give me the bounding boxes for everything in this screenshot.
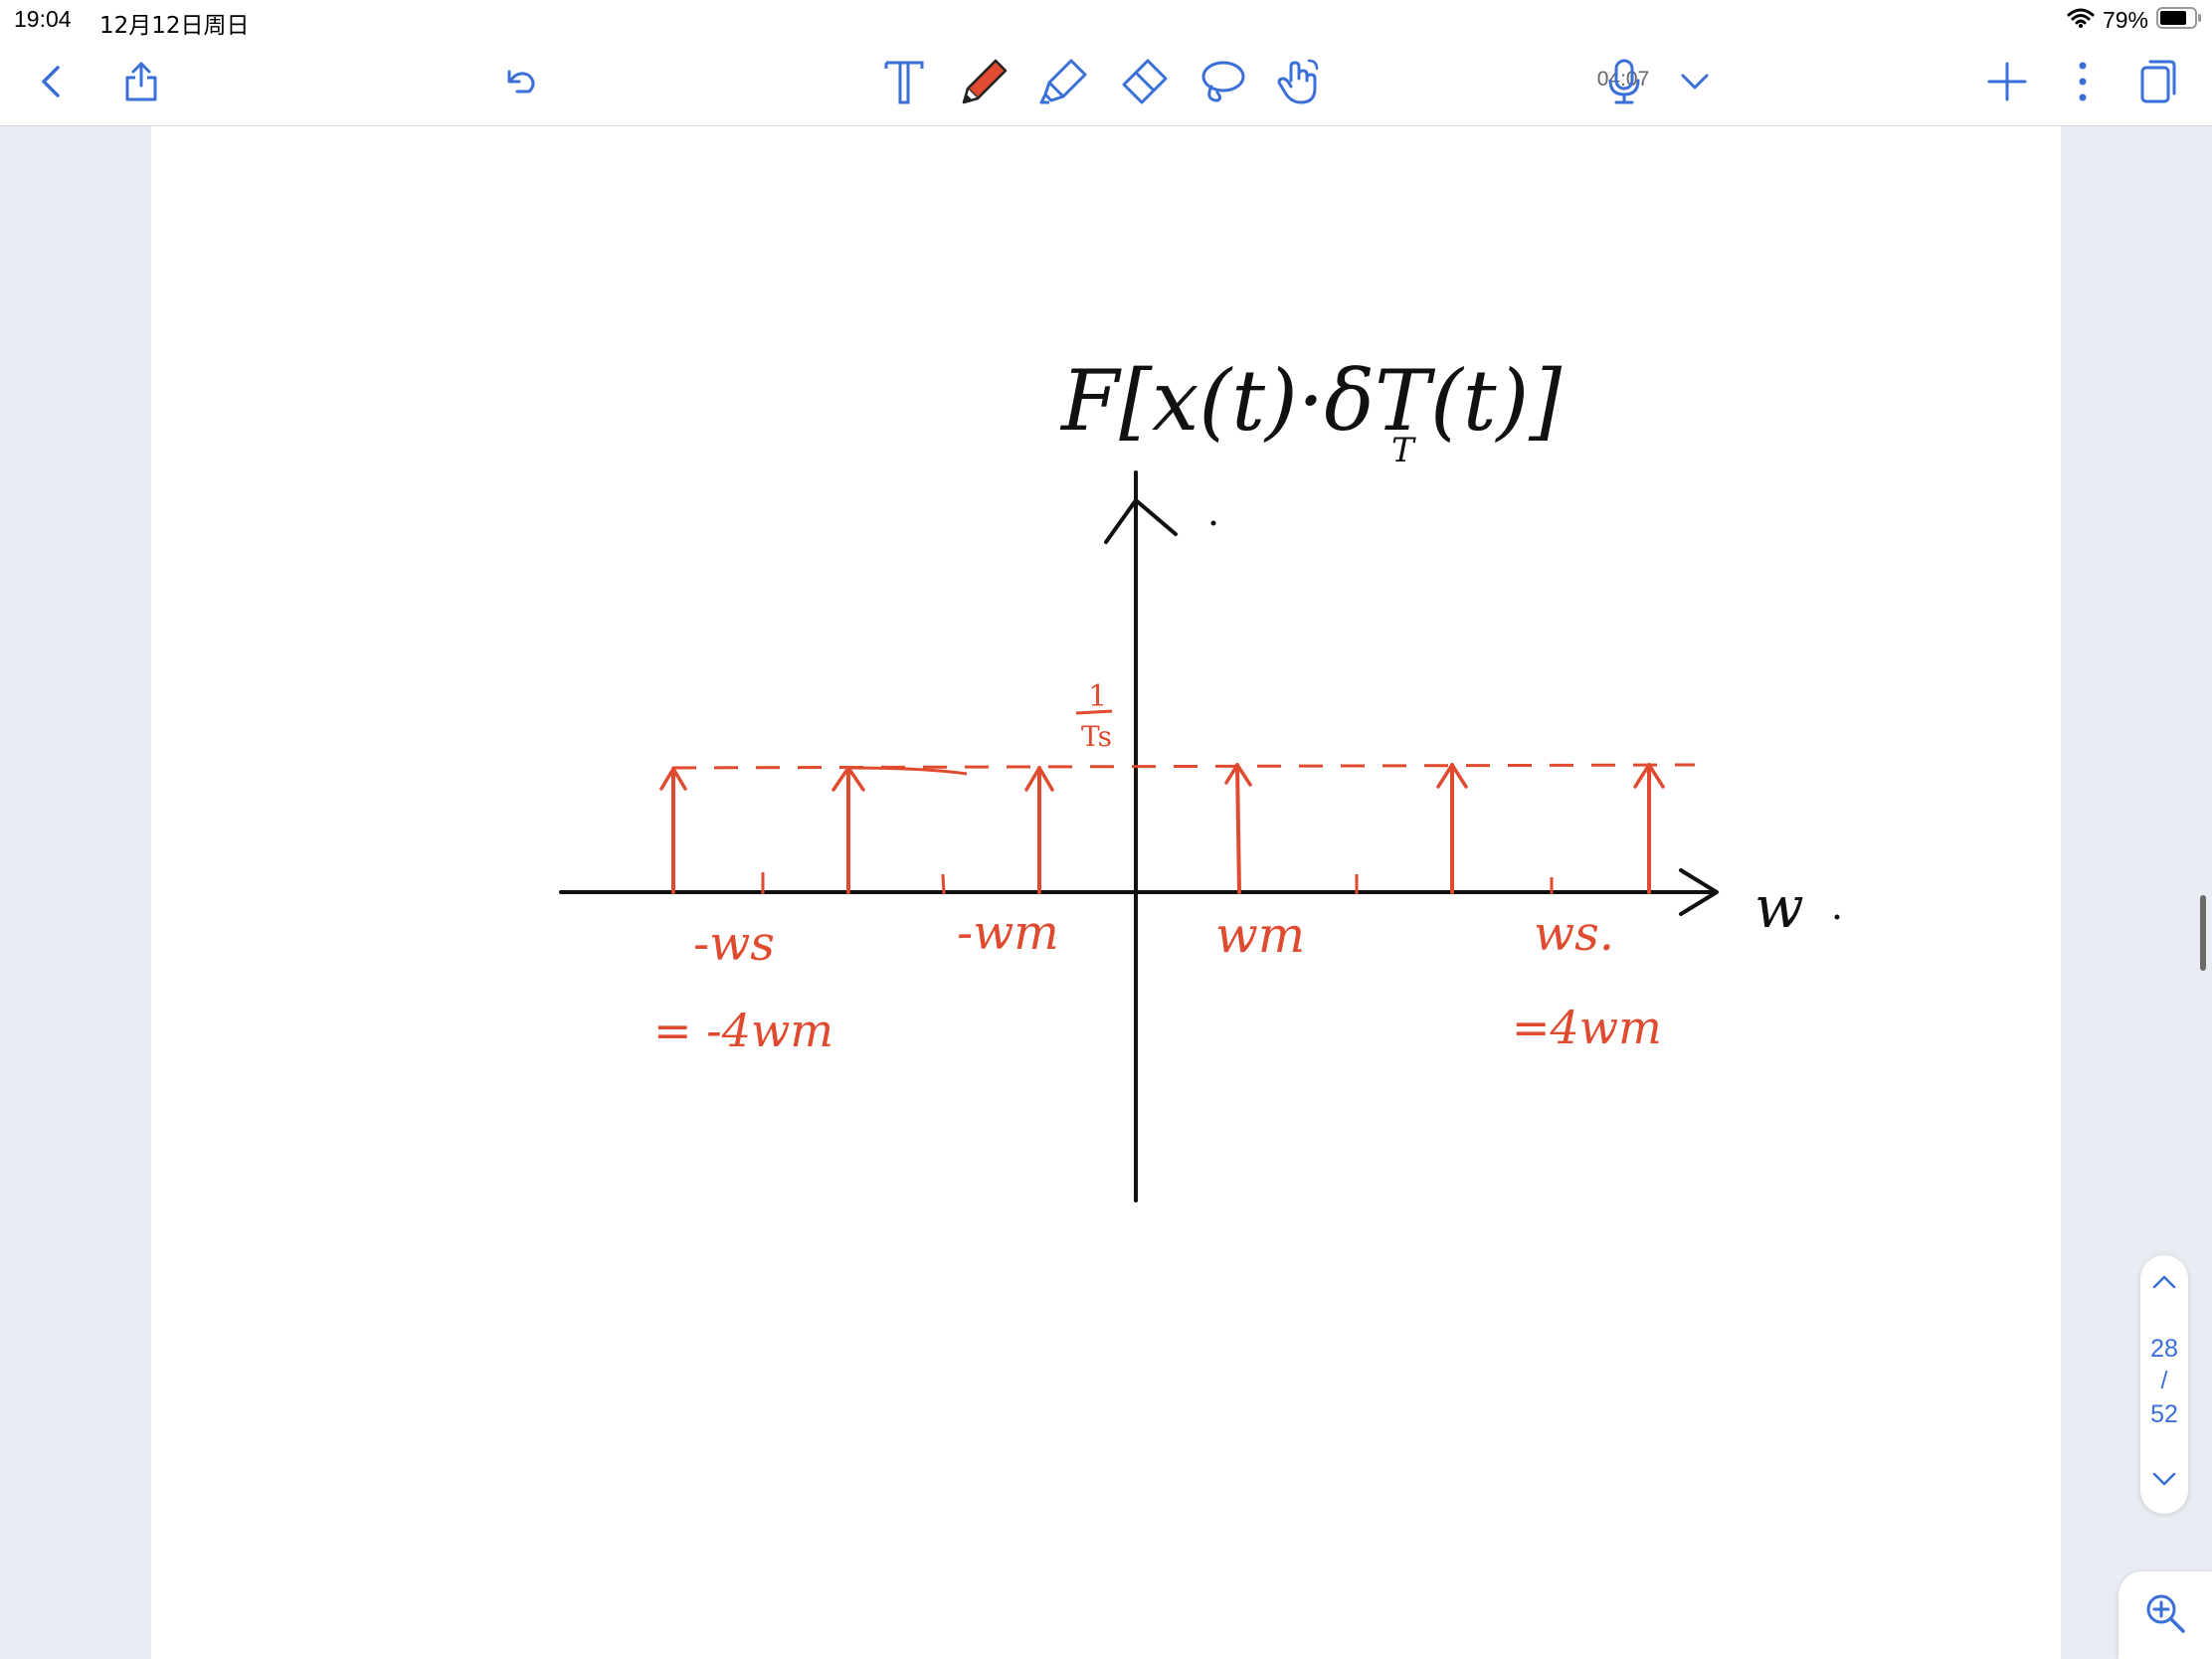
- undo-icon[interactable]: [493, 54, 549, 109]
- battery-icon: [2156, 6, 2202, 34]
- pages-icon[interactable]: [2130, 54, 2186, 109]
- label-neg-ws-equals: = -4wm: [653, 1004, 833, 1057]
- horizontal-axis-arrowhead: [1679, 868, 1719, 916]
- note-title: F[x(t)·δT(t)]: [1059, 352, 1562, 450]
- page-navigator: 28 / 52: [2140, 1255, 2188, 1514]
- amplitude-fraction-bar: [1075, 709, 1113, 715]
- amplitude-numerator: 1: [1088, 679, 1107, 714]
- label-ws: ws.: [1534, 906, 1614, 962]
- highlighter-tool-icon[interactable]: [1036, 54, 1092, 109]
- title-subscript: T: [1391, 431, 1416, 470]
- note-page[interactable]: F[x(t)·δT(t)] T w 1 Ts: [151, 126, 2061, 1659]
- label-ws-equals: =4wm: [1512, 1001, 1662, 1054]
- status-bar: 19:04 12月12日周日 79%: [0, 0, 2212, 40]
- pen-tool-icon[interactable]: [957, 54, 1013, 109]
- vertical-axis-arrowhead: [1104, 498, 1178, 544]
- lasso-tool-icon[interactable]: [1195, 54, 1250, 109]
- amplitude-line-segment: [846, 766, 968, 776]
- toolbar: 04:07: [0, 40, 2212, 126]
- more-icon[interactable]: [2055, 54, 2111, 109]
- ink-dot: [1210, 520, 1216, 526]
- impulse-1: [659, 767, 687, 894]
- total-page-count: 52: [2150, 1400, 2178, 1428]
- back-icon[interactable]: [24, 54, 80, 109]
- status-date: 12月12日周日: [99, 13, 250, 39]
- label-neg-ws: -ws: [693, 916, 775, 972]
- page-separator: /: [2160, 1367, 2168, 1394]
- page-down-chevron-icon[interactable]: [2148, 1462, 2180, 1494]
- impulse-4: [1224, 763, 1252, 894]
- axis-tick: [941, 873, 946, 895]
- current-page-number: 28: [2150, 1335, 2178, 1363]
- eraser-tool-icon[interactable]: [1116, 54, 1172, 109]
- hand-tool-icon[interactable]: [1272, 54, 1328, 109]
- chevron-down-icon[interactable]: [1667, 54, 1723, 109]
- status-right: 79%: [2067, 4, 2202, 36]
- impulse-6: [1633, 763, 1665, 894]
- microphone-icon[interactable]: [1596, 54, 1652, 109]
- handwriting-canvas[interactable]: F[x(t)·δT(t)] T w 1 Ts: [151, 126, 2061, 1659]
- wifi-icon: [2067, 7, 2095, 34]
- ink-dot: [1834, 914, 1840, 920]
- page-up-chevron-icon[interactable]: [2148, 1265, 2180, 1297]
- label-neg-wm: -wm: [957, 905, 1059, 961]
- share-icon[interactable]: [113, 54, 169, 109]
- battery-percent: 79%: [2102, 6, 2148, 33]
- label-wm: wm: [1215, 906, 1305, 964]
- axis-label-w: w: [1754, 873, 1804, 941]
- add-icon[interactable]: [1979, 54, 2035, 109]
- scrollbar-thumb[interactable]: [2200, 895, 2206, 971]
- amplitude-dashed-line: [671, 763, 1696, 770]
- impulse-2: [831, 766, 865, 894]
- impulse-3: [1024, 766, 1054, 894]
- status-time: 19:04: [14, 6, 72, 32]
- amplitude-denominator: Ts: [1081, 720, 1112, 753]
- impulse-5: [1436, 763, 1468, 894]
- zoom-in-icon: [2143, 1591, 2187, 1640]
- zoom-button[interactable]: [2119, 1571, 2212, 1659]
- text-tool-icon[interactable]: [876, 54, 932, 109]
